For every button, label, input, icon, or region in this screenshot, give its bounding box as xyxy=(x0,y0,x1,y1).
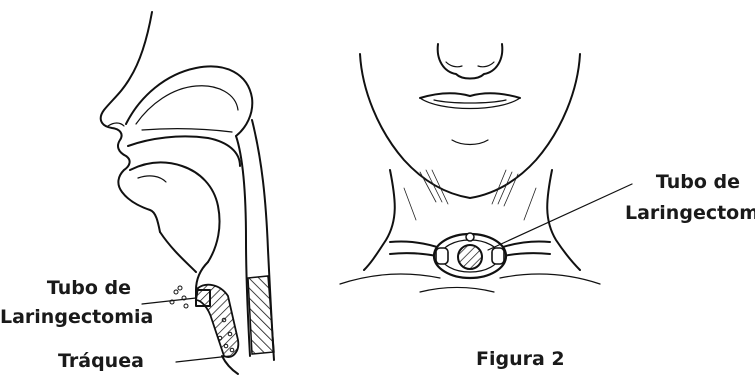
right-tube-label-line1: Tubo de xyxy=(656,171,740,194)
pharynx-and-spine xyxy=(236,120,274,360)
left-tube-label-line2: Laringectomia xyxy=(0,306,153,329)
trachea-with-tube xyxy=(160,232,238,374)
figure-caption: Figura 2 xyxy=(476,348,565,371)
tube-leader-line-left xyxy=(142,298,196,304)
trachea-label: Tráquea xyxy=(58,350,144,373)
trachea-leader-line xyxy=(176,356,230,362)
laryngectomy-tube-front xyxy=(390,184,632,278)
right-tube-label-line2: Laringectomia xyxy=(625,202,755,225)
nasal-cavity xyxy=(126,66,252,136)
oral-cavity-and-tongue xyxy=(128,136,240,262)
left-tube-label-line1: Tubo de xyxy=(47,277,131,300)
face-profile-outline xyxy=(101,12,160,232)
